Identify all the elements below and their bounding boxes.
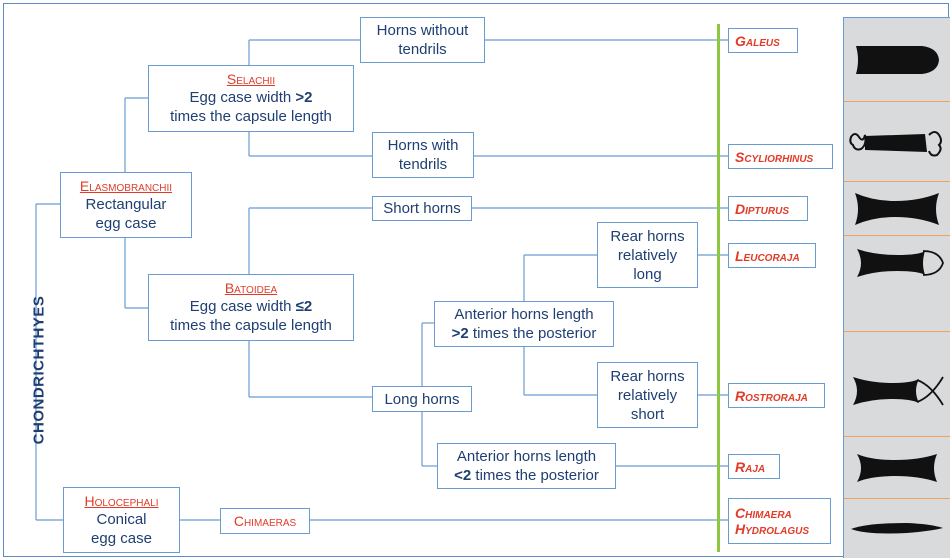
anterior-gt-line1: Anterior horns length	[454, 306, 594, 323]
batoidea-bold: ≤2	[295, 298, 313, 315]
anterior-lt-rest: times the posterior	[471, 467, 599, 484]
horns-without-line1: Horns without	[376, 22, 469, 39]
selachii-line1: Egg case width >2	[189, 88, 312, 107]
genus-raja-label: Raja	[735, 458, 766, 475]
rear-long-line1: Rear horns	[610, 227, 685, 245]
anterior-lt-box: Anterior horns length <2 times the poste…	[437, 443, 616, 489]
dipturus-egg-case-silhouette	[844, 188, 950, 230]
elasmobranchii-box: Elasmobranchii Rectangular egg case	[60, 172, 192, 238]
batoidea-box: Batoidea Egg case width ≤2 times the cap…	[148, 274, 354, 341]
short-horns-box: Short horns	[372, 196, 472, 221]
genus-leucoraja: Leucoraja	[728, 243, 816, 268]
batoidea-line1: Egg case width ≤2	[190, 297, 312, 316]
genus-chimaera-label: Chimaera	[735, 505, 792, 521]
batoidea-line2: times the capsule length	[170, 317, 332, 334]
horns-with-line2: tendrils	[398, 156, 448, 173]
leucoraja-egg-case-silhouette	[844, 240, 950, 286]
genus-axis-bar	[717, 24, 720, 552]
panel-separator	[844, 498, 950, 499]
genus-rostroraja-label: Rostroraja	[735, 387, 808, 404]
raja-egg-case-silhouette	[844, 442, 950, 494]
chimaera-egg-case-silhouette	[844, 504, 950, 554]
genus-dipturus-label: Dipturus	[735, 200, 790, 217]
elasmobranchii-line1: Rectangular	[85, 195, 167, 213]
rear-long-line3: long	[633, 265, 662, 283]
anterior-gt-box: Anterior horns length >2 times the poste…	[434, 301, 614, 347]
genus-galeus-label: Galeus	[735, 32, 780, 49]
panel-separator	[844, 235, 950, 236]
holocephali-title: Holocephali	[84, 492, 159, 509]
long-horns-label: Long horns	[384, 390, 460, 408]
elasmobranchii-line2: egg case	[95, 214, 157, 232]
horns-without-line2: tendrils	[398, 41, 447, 58]
holocephali-line1: Conical	[96, 510, 147, 528]
anterior-lt-bold: <2	[454, 467, 472, 484]
selachii-line2: times the capsule length	[170, 108, 332, 125]
panel-separator	[844, 436, 950, 437]
holocephali-line2: egg case	[91, 529, 152, 547]
horns-with-line1: Horns with	[387, 137, 459, 154]
selachii-bold: >2	[295, 89, 313, 106]
rear-long-line2: relatively	[617, 246, 678, 264]
galeus-egg-case-silhouette	[844, 24, 950, 96]
rear-short-line3: short	[630, 405, 665, 423]
selachii-pre: Egg case width	[189, 89, 296, 106]
panel-separator	[844, 181, 950, 182]
panel-separator	[844, 331, 950, 332]
root-label: CHONDRICHTHYES	[30, 295, 48, 445]
long-horns-box: Long horns	[372, 386, 472, 412]
anterior-lt-line1: Anterior horns length	[456, 448, 597, 465]
rear-horns-long-box: Rear horns relatively long	[597, 222, 698, 288]
genus-chimaera-hydrolagus: Chimaera Hydrolagus	[728, 498, 831, 544]
panel-separator	[844, 101, 950, 102]
chimaeras-box: Chimaeras	[220, 508, 310, 534]
genus-rostroraja: Rostroraja	[728, 383, 825, 408]
rostroraja-egg-case-silhouette	[844, 368, 950, 414]
root-label-container: CHONDRICHTHYES	[24, 290, 54, 450]
batoidea-pre: Egg case width	[189, 298, 296, 315]
chimaeras-title: Chimaeras	[233, 512, 297, 529]
genus-hydrolagus-label: Hydrolagus	[735, 521, 810, 537]
genus-raja: Raja	[728, 454, 780, 479]
batoidea-title: Batoidea	[224, 280, 278, 296]
holocephali-box: Holocephali Conical egg case	[63, 487, 180, 553]
egg-case-silhouette-panel	[843, 17, 950, 558]
genus-scyliorhinus: Scyliorhinus	[728, 144, 833, 169]
rear-horns-short-box: Rear horns relatively short	[597, 362, 698, 428]
selachii-title: Selachii	[226, 71, 276, 87]
anterior-gt-rest: times the posterior	[468, 325, 597, 342]
anterior-gt-bold: >2	[451, 325, 469, 342]
rear-short-line1: Rear horns	[610, 367, 685, 385]
anterior-lt-line2: <2 times the posterior	[454, 466, 599, 485]
anterior-gt-line2: >2 times the posterior	[452, 324, 597, 343]
horns-with-tendrils-box: Horns with tendrils	[372, 132, 474, 178]
genus-galeus: Galeus	[728, 28, 798, 53]
elasmobranchii-title: Elasmobranchii	[79, 177, 173, 194]
genus-scyliorhinus-label: Scyliorhinus	[735, 148, 814, 165]
short-horns-label: Short horns	[383, 200, 461, 217]
genus-leucoraja-label: Leucoraja	[735, 247, 800, 264]
genus-dipturus: Dipturus	[728, 196, 808, 221]
horns-without-tendrils-box: Horns without tendrils	[360, 17, 485, 63]
scyliorhinus-egg-case-silhouette	[844, 118, 950, 168]
selachii-box: Selachii Egg case width >2 times the cap…	[148, 65, 354, 132]
rear-short-line2: relatively	[617, 386, 678, 404]
